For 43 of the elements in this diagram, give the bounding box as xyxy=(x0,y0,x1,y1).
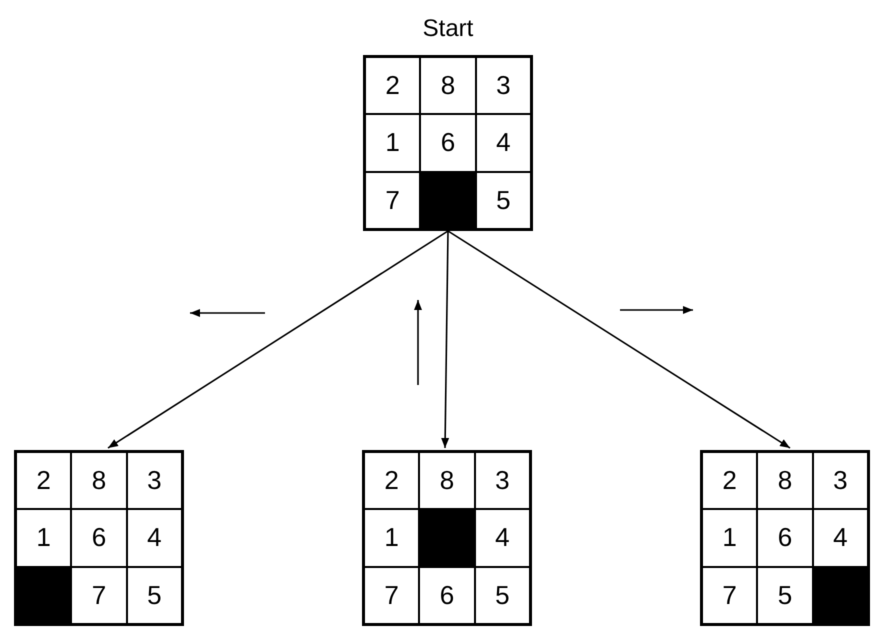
number-tile: 2 xyxy=(364,452,420,510)
number-tile: 4 xyxy=(474,509,530,567)
number-tile: 8 xyxy=(419,452,475,510)
number-tile: 7 xyxy=(364,566,420,624)
number-tile: 6 xyxy=(419,566,475,624)
arrow xyxy=(441,230,450,448)
blank-tile xyxy=(418,508,476,568)
number-tile: 6 xyxy=(71,509,127,567)
number-tile: 8 xyxy=(420,57,476,114)
number-tile: 7 xyxy=(71,566,127,624)
puzzle-board xyxy=(14,450,184,626)
number-tile: 3 xyxy=(812,452,868,510)
number-tile: 5 xyxy=(757,566,813,624)
number-tile: 3 xyxy=(476,57,531,114)
number-tile: 5 xyxy=(126,566,182,624)
number-tile: 1 xyxy=(364,509,420,567)
puzzle-board xyxy=(700,450,870,626)
blank-tile xyxy=(812,566,869,625)
number-tile: 4 xyxy=(476,114,531,172)
number-tile: 4 xyxy=(126,509,182,567)
number-tile: 3 xyxy=(126,452,182,510)
board-heading: Start xyxy=(422,15,474,43)
number-tile: 1 xyxy=(16,509,72,567)
number-tile: 5 xyxy=(476,172,531,229)
arrow xyxy=(448,230,790,449)
arrow xyxy=(108,230,448,449)
number-tile: 7 xyxy=(365,172,420,229)
number-tile: 2 xyxy=(365,57,420,114)
number-tile: 2 xyxy=(16,452,72,510)
puzzle-board xyxy=(362,450,532,626)
blank-tile xyxy=(419,170,477,230)
number-tile: 6 xyxy=(420,114,476,172)
number-tile: 6 xyxy=(757,509,813,567)
number-tile: 8 xyxy=(757,452,813,510)
number-tile: 1 xyxy=(702,509,758,567)
blank-tile xyxy=(15,566,72,625)
number-tile: 7 xyxy=(702,566,758,624)
number-tile: 5 xyxy=(474,566,530,624)
number-tile: 4 xyxy=(812,509,868,567)
number-tile: 1 xyxy=(365,114,420,172)
number-tile: 3 xyxy=(474,452,530,510)
number-tile: 8 xyxy=(71,452,127,510)
number-tile: 2 xyxy=(702,452,758,510)
